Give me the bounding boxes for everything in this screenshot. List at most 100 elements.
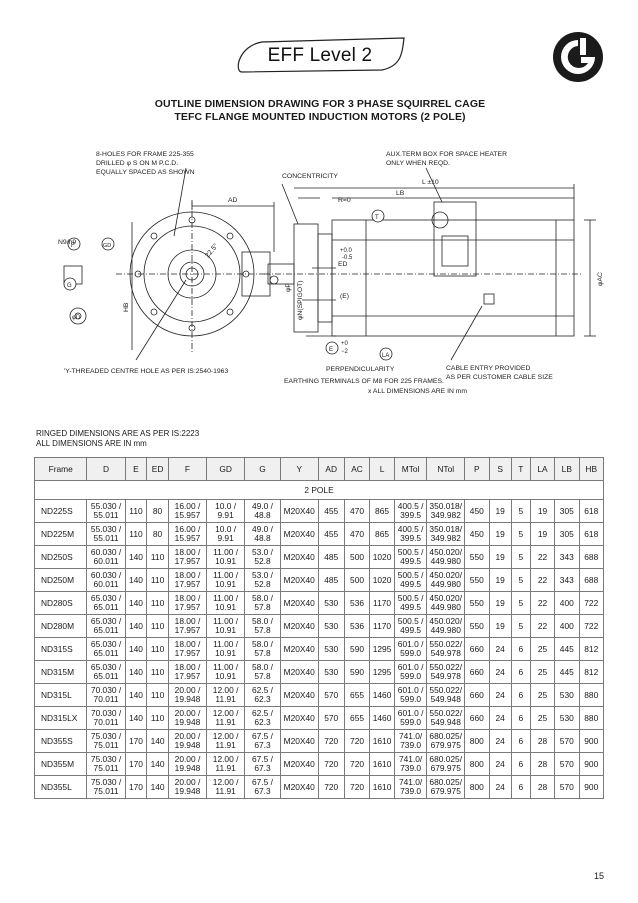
- label-ad: AD: [228, 197, 238, 204]
- cell-t: 6: [510, 729, 531, 753]
- cell-ac: 590: [343, 660, 371, 684]
- cell-p: 660: [464, 660, 490, 684]
- column-header-ac: AC: [343, 457, 371, 481]
- cell-la: 25: [529, 637, 556, 661]
- cell-g: 67.5 / 67.3: [244, 775, 281, 799]
- cell-hb: 900: [578, 729, 604, 753]
- cell-ac: 470: [343, 499, 371, 523]
- cell-ntol: 350.018/ 349.982: [426, 522, 466, 546]
- column-header-ad: AD: [317, 457, 345, 481]
- cell-d: 75.030 / 75.011: [86, 752, 126, 776]
- cell-ad: 530: [317, 614, 345, 638]
- cell-l: 1460: [369, 683, 395, 707]
- note-holes-3: EQUALLY SPACED AS SHOWN: [96, 169, 195, 176]
- label-ed-tol2: -0.5: [342, 255, 353, 261]
- cell-l: 1610: [369, 729, 395, 753]
- column-header-hb: HB: [578, 457, 604, 481]
- cell-g: 58.0 / 57.8: [244, 660, 281, 684]
- cell-mtol: 601.0 / 599.0: [393, 637, 428, 661]
- label-n9h9: N9/h9: [58, 239, 76, 246]
- cell-frame: ND355M: [33, 752, 88, 776]
- cell-d: 60.030 / 60.011: [86, 568, 126, 592]
- cell-ed: 140: [146, 729, 169, 753]
- cell-y: M20X40: [279, 545, 319, 569]
- cell-ac: 655: [343, 683, 371, 707]
- cell-lb: 400: [554, 591, 580, 615]
- cell-ntol: 680.025/ 679.975: [426, 775, 466, 799]
- cell-y: M20X40: [279, 752, 319, 776]
- cell-f: 18.00 / 17.957: [167, 591, 208, 615]
- cell-ed: 140: [146, 752, 169, 776]
- cell-y: M20X40: [279, 660, 319, 684]
- header-badge: EFF Level 2: [267, 45, 373, 66]
- cell-lb: 570: [554, 729, 580, 753]
- cell-hb: 900: [578, 775, 604, 799]
- label-e-minus: −2: [341, 349, 349, 355]
- cell-la: 22: [529, 614, 556, 638]
- label-e-plus: +0: [341, 341, 349, 347]
- cell-g: 62.5 / 62.3: [244, 683, 281, 707]
- cell-frame: ND225S: [33, 499, 88, 523]
- cell-g: 67.5 / 67.3: [244, 752, 281, 776]
- cell-ac: 500: [343, 545, 371, 569]
- note-all-dims: x ALL DIMENSIONS ARE IN mm: [368, 388, 467, 395]
- page-number: 15: [593, 871, 604, 881]
- cell-mtol: 741.0/ 739.0: [393, 729, 428, 753]
- cell-ntol: 450.020/ 449.980: [426, 568, 466, 592]
- cell-g: 49.0 / 48.8: [244, 522, 281, 546]
- column-header-f: F: [167, 457, 208, 481]
- cell-ed: 140: [146, 775, 169, 799]
- cell-ad: 485: [317, 568, 345, 592]
- cell-mtol: 400.5 / 399.5: [393, 499, 428, 523]
- cell-gd: 12.00 / 11.91: [206, 729, 246, 753]
- cell-f: 16.00 / 15.957: [167, 522, 208, 546]
- cell-la: 28: [529, 752, 556, 776]
- cell-gd: 10.0 / 9.91: [206, 522, 246, 546]
- cell-t: 5: [510, 614, 531, 638]
- cell-f: 18.00 / 17.957: [167, 614, 208, 638]
- cell-gd: 12.00 / 11.91: [206, 706, 246, 730]
- cell-lb: 343: [554, 545, 580, 569]
- cell-hb: 812: [578, 660, 604, 684]
- label-hb: HB: [123, 302, 130, 312]
- label-concentricity: CONCENTRICITY: [282, 173, 338, 180]
- label-la: LA: [382, 353, 389, 359]
- cell-mtol: 500.5 / 499.5: [393, 545, 428, 569]
- cell-mtol: 601.0 / 599.0: [393, 660, 428, 684]
- cell-ad: 455: [317, 522, 345, 546]
- label-phi-ac: φAC: [597, 272, 604, 286]
- page-title-line1: OUTLINE DIMENSION DRAWING FOR 3 PHASE SQ…: [154, 98, 486, 110]
- cell-frame: ND315S: [33, 637, 88, 661]
- cell-g: 53.0 / 52.8: [244, 568, 281, 592]
- cell-hb: 688: [578, 545, 604, 569]
- cell-gd: 11.00 / 10.91: [206, 568, 246, 592]
- cell-ad: 720: [317, 729, 345, 753]
- cell-l: 1020: [369, 545, 395, 569]
- column-header-ed: ED: [146, 457, 169, 481]
- label-phi-n: φN(SPIGOT): [297, 280, 304, 320]
- cell-g: 53.0 / 52.8: [244, 545, 281, 569]
- note-units: ALL DIMENSIONS ARE IN mm: [36, 439, 147, 448]
- cell-lb: 305: [554, 499, 580, 523]
- note-holes-1: 8-HOLES FOR FRAME 225-355: [96, 151, 194, 158]
- cell-la: 19: [529, 522, 556, 546]
- column-header-gd: GD: [206, 457, 246, 481]
- cell-p: 550: [464, 614, 490, 638]
- cell-p: 550: [464, 591, 490, 615]
- cell-lb: 530: [554, 706, 580, 730]
- cell-d: 75.030 / 75.011: [86, 775, 126, 799]
- cell-y: M20X40: [279, 706, 319, 730]
- column-header-e: E: [124, 457, 148, 481]
- cell-f: 20.00 / 19.948: [167, 729, 208, 753]
- cell-gd: 11.00 / 10.91: [206, 614, 246, 638]
- cell-t: 6: [510, 683, 531, 707]
- cell-l: 1610: [369, 752, 395, 776]
- cell-ntol: 450.020/ 449.980: [426, 614, 466, 638]
